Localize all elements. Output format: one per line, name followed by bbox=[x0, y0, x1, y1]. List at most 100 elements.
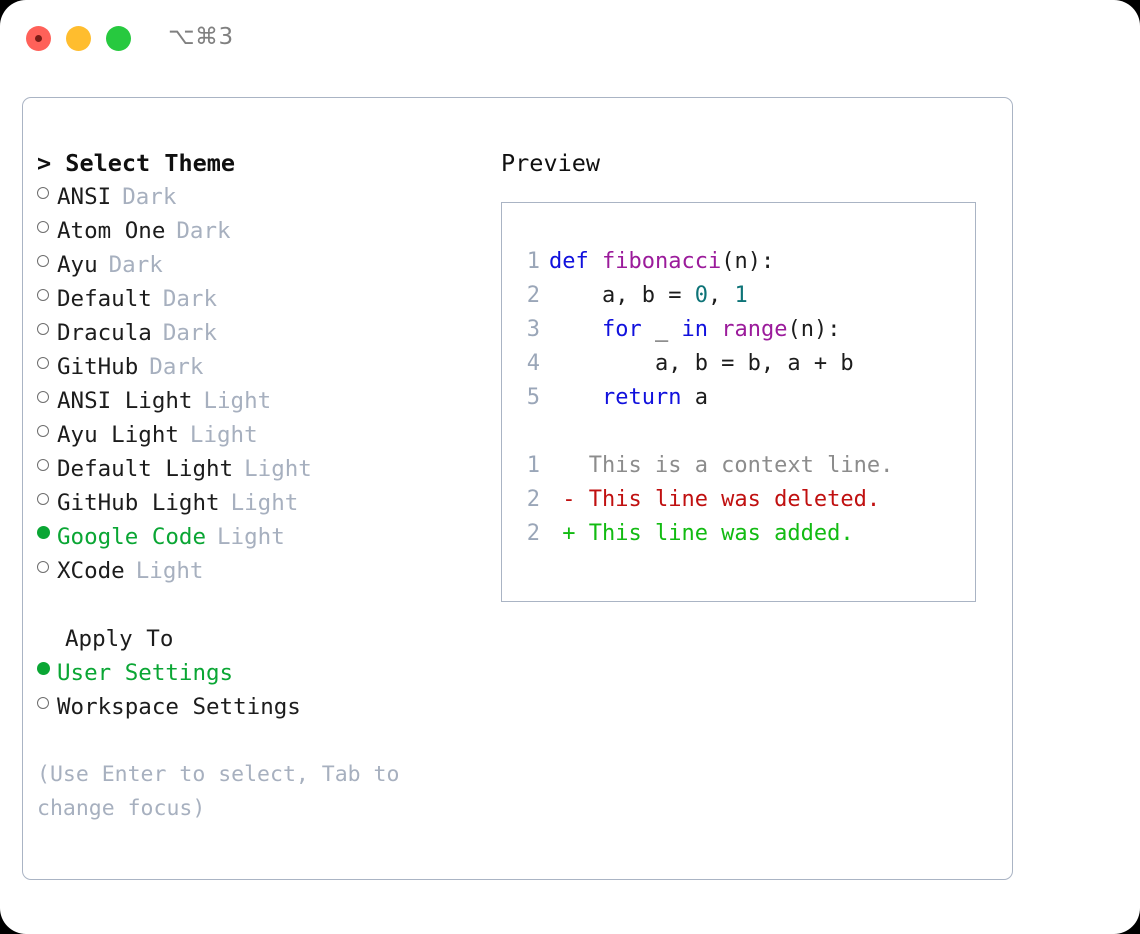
theme-option-kind: Dark bbox=[162, 286, 218, 312]
list-spacer bbox=[37, 588, 487, 622]
select-theme-header: > Select Theme bbox=[37, 149, 236, 177]
code-token-kw: in bbox=[681, 317, 708, 342]
theme-option-row[interactable]: Dracula Dark bbox=[37, 316, 487, 350]
theme-option-name: Atom One bbox=[57, 218, 166, 244]
line-number: 4 bbox=[526, 351, 540, 376]
theme-option-row[interactable]: Atom One Dark bbox=[37, 214, 487, 248]
line-number: 1 bbox=[526, 453, 540, 478]
radio-dot bbox=[37, 561, 49, 573]
keyboard-hint-text: (Use Enter to select, Tab to change focu… bbox=[37, 762, 413, 821]
theme-option-row[interactable]: Google Code Light bbox=[37, 520, 487, 554]
theme-option-name: GitHub bbox=[57, 354, 139, 380]
radio-selected-icon bbox=[37, 519, 57, 553]
theme-option-name: Ayu bbox=[57, 252, 98, 278]
theme-option-kind: Light bbox=[189, 422, 258, 448]
radio-dot bbox=[37, 662, 50, 675]
code-token-txt: _ bbox=[641, 317, 682, 342]
code-token-txt: a, b = bbox=[549, 283, 695, 308]
code-token-fn: range bbox=[721, 317, 788, 342]
theme-option-kind: Dark bbox=[162, 320, 218, 346]
radio-empty-icon bbox=[37, 315, 57, 349]
code-token-ctx: This is a context line. bbox=[549, 453, 894, 478]
theme-option-name: Default bbox=[57, 286, 152, 312]
code-token-kw: return bbox=[601, 385, 682, 410]
radio-dot bbox=[37, 459, 49, 471]
line-number: 5 bbox=[526, 385, 540, 410]
apply-to-option-row[interactable]: Workspace Settings bbox=[37, 690, 487, 724]
code-line: 1 def fibonacci(n): bbox=[514, 245, 893, 279]
line-number: 2 bbox=[526, 487, 540, 512]
line-number: 3 bbox=[526, 317, 540, 342]
theme-option-kind: Dark bbox=[108, 252, 163, 278]
apply-to-header: Apply To bbox=[65, 626, 174, 652]
theme-option-name: ANSI Light bbox=[57, 388, 193, 414]
code-token-kw: for bbox=[601, 317, 642, 342]
code-token-txt: a, b = b, a + b bbox=[549, 351, 854, 376]
theme-option-name: ANSI bbox=[57, 184, 112, 210]
radio-selected-icon bbox=[37, 655, 57, 689]
code-token-txt: (n): bbox=[787, 317, 841, 342]
radio-dot bbox=[37, 255, 49, 267]
theme-option-row[interactable]: Default Dark bbox=[37, 282, 487, 316]
code-token-del: - This line was deleted. bbox=[549, 487, 881, 512]
diff-line: 1 This is a context line. bbox=[514, 449, 894, 483]
radio-dot bbox=[37, 221, 49, 233]
theme-option-kind: Light bbox=[217, 524, 285, 550]
radio-empty-icon bbox=[37, 247, 57, 281]
code-token-txt: (n): bbox=[721, 249, 775, 274]
code-token-kw: def bbox=[549, 249, 602, 274]
theme-option-kind: Light bbox=[135, 558, 204, 584]
theme-option-name: GitHub Light bbox=[57, 490, 220, 516]
line-number: 2 bbox=[526, 283, 540, 308]
theme-option-row[interactable]: Ayu Light Light bbox=[37, 418, 487, 452]
radio-dot bbox=[37, 493, 49, 505]
code-token-txt: a bbox=[681, 385, 708, 410]
code-token-fn: fibonacci bbox=[601, 249, 722, 274]
keyboard-shortcut-label: ⌥⌘3 bbox=[168, 24, 234, 50]
radio-dot bbox=[37, 323, 49, 335]
theme-option-name: Dracula bbox=[57, 320, 152, 346]
apply-to-option-row[interactable]: User Settings bbox=[37, 656, 487, 690]
code-line: 2 a, b = 0, 1 bbox=[514, 279, 893, 313]
theme-option-row[interactable]: Ayu Dark bbox=[37, 248, 487, 282]
radio-dot bbox=[37, 289, 49, 301]
theme-option-name: Ayu Light bbox=[57, 422, 179, 448]
radio-empty-icon bbox=[37, 553, 57, 587]
code-token-txt bbox=[708, 317, 721, 342]
code-token-num: 1 bbox=[734, 283, 748, 308]
radio-dot bbox=[37, 391, 49, 403]
code-token-txt bbox=[549, 317, 602, 342]
radio-empty-icon bbox=[37, 451, 57, 485]
code-token-num: 0 bbox=[694, 283, 708, 308]
theme-option-kind: Dark bbox=[122, 184, 177, 210]
radio-empty-icon bbox=[37, 417, 57, 451]
theme-option-kind: Light bbox=[203, 388, 272, 414]
diff-line: 2 + This line was added. bbox=[514, 517, 893, 551]
close-window-button[interactable] bbox=[26, 26, 51, 51]
minimize-window-button[interactable] bbox=[66, 26, 91, 51]
theme-option-kind: Dark bbox=[176, 218, 231, 244]
maximize-window-button[interactable] bbox=[106, 26, 131, 51]
radio-empty-icon bbox=[37, 349, 57, 383]
radio-empty-icon bbox=[37, 179, 57, 213]
theme-option-row[interactable]: ANSI Light Light bbox=[37, 384, 487, 418]
line-number: 1 bbox=[526, 249, 540, 274]
radio-empty-icon bbox=[37, 689, 57, 723]
radio-dot bbox=[37, 697, 49, 709]
theme-option-row[interactable]: ANSI Dark bbox=[37, 180, 487, 214]
theme-option-name: Google Code bbox=[57, 524, 207, 550]
code-token-add: + This line was added. bbox=[549, 521, 854, 546]
radio-empty-icon bbox=[37, 383, 57, 417]
